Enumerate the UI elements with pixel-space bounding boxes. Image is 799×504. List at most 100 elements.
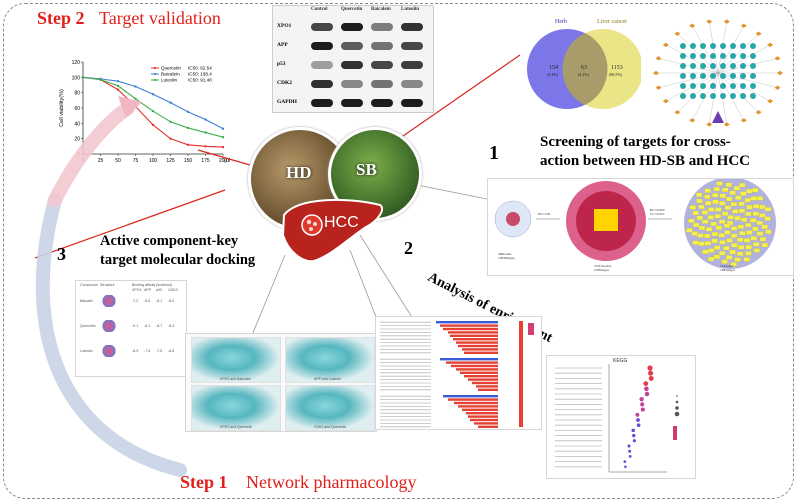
hd-label: HD: [286, 163, 312, 182]
target-node: [740, 53, 746, 59]
kegg-dot: [644, 386, 649, 392]
docking-image: XPO1 and Baicalein: [191, 337, 281, 383]
go-category-cc: [519, 359, 523, 393]
kegg-dot: [648, 375, 654, 381]
go-bar: [450, 334, 498, 337]
y-tick-label: 20: [74, 137, 80, 143]
step1-label: Step 1: [180, 472, 228, 492]
dock-affinity-value: -8.6: [168, 349, 175, 353]
venn-right-value: 1153: [611, 65, 623, 71]
go-bar: [458, 405, 498, 408]
dock-affinity-value: -8.1: [144, 324, 151, 328]
go-bar: [476, 385, 498, 388]
target-node: [740, 63, 746, 69]
dock-compound-name: Quercetin: [80, 324, 96, 328]
kegg-size-legend: [675, 400, 679, 404]
y-tick-label: 80: [74, 91, 80, 97]
target-node: [730, 93, 736, 99]
y-tick-label: 60: [74, 106, 80, 112]
curved-arrow-head: [118, 96, 142, 118]
wb-row-label: APP: [277, 42, 288, 48]
ppi-network-graphics: 468nodes12848edgesDC>13053.9%nodes2788ed…: [494, 177, 776, 272]
dock-compound-name: Luteolin: [80, 349, 93, 353]
dock-compound-name: Baicalin: [80, 299, 93, 303]
x-tick-label: 175: [201, 158, 210, 164]
section1-number: 1: [489, 142, 499, 164]
go-colorbar: [528, 323, 534, 335]
kegg-size-legend: [676, 395, 678, 397]
data-point: [169, 101, 172, 104]
go-bar: [472, 381, 498, 385]
go-bar: [436, 321, 498, 324]
dock-affinity-value: -8.6: [144, 299, 151, 303]
kegg-dot-plot: [555, 364, 680, 473]
wb-band: [311, 42, 333, 50]
data-point: [134, 97, 137, 100]
step2-label: Step 2: [37, 8, 85, 28]
target-node: [720, 93, 726, 99]
section1-title-line2: action between HD-SB and HCC: [540, 153, 751, 169]
step2-header: Step 2 Target validation: [37, 8, 221, 29]
dock-subheader: APP: [144, 288, 152, 292]
compound-node: [767, 98, 774, 104]
venn-center-value: 63: [581, 65, 587, 71]
dock-affinity-value: -8.7: [156, 324, 163, 328]
target-node: [690, 63, 696, 69]
molecule-structure-image: [100, 320, 118, 332]
section2-number: 2: [404, 238, 413, 258]
x-tick-label: 150: [184, 158, 193, 164]
docking-caption: CDK2 and Quercetin: [314, 425, 347, 429]
kegg-colorbar: [673, 426, 677, 440]
target-node: [710, 53, 716, 59]
data-point: [186, 126, 190, 130]
wb-band: [311, 23, 333, 31]
go-bar: [443, 327, 498, 331]
compound-node: [755, 31, 762, 36]
ppi-arrow2-label: CC>0.057: [650, 212, 665, 216]
dock-affinity-value: -7.8: [144, 349, 151, 353]
data-point: [99, 78, 102, 81]
y-tick-label: 40: [74, 121, 80, 127]
section3-number: 3: [57, 244, 66, 264]
section1-title: Screening of targets for cross- action b…: [540, 133, 795, 171]
wb-band: [401, 23, 423, 31]
target-node: [690, 83, 696, 89]
target-node: [750, 53, 756, 59]
target-node: [730, 43, 736, 49]
y-tick-label: 120: [72, 60, 81, 66]
go-bar: [474, 422, 498, 425]
kegg-dot: [632, 439, 637, 443]
target-node: [750, 93, 756, 99]
go-bar: [443, 395, 498, 398]
legend-ic50: IC50: 91.48: [188, 78, 212, 83]
molecule-structure-image: [100, 295, 118, 307]
wb-band: [371, 99, 393, 107]
kegg-dot: [643, 381, 649, 386]
wb-row-xpo1: XPO1: [273, 17, 427, 37]
compound-node: [689, 23, 696, 28]
data-point: [151, 123, 155, 127]
wb-band: [341, 42, 363, 50]
target-node: [750, 73, 756, 79]
dock-affinity-value: -8.1: [156, 299, 163, 303]
dock-subheader: XPO1: [132, 288, 142, 292]
x-tick-label: 75: [133, 158, 139, 164]
target-node: [730, 53, 736, 59]
target-node: [740, 83, 746, 89]
compound-node: [706, 122, 713, 127]
legend-marker: [153, 78, 157, 82]
compound-node: [740, 118, 747, 123]
wb-band: [341, 99, 363, 107]
compound-node: [653, 70, 659, 76]
wb-band: [371, 23, 393, 31]
go-enrichment-panel: [375, 316, 542, 430]
target-node: [680, 63, 686, 69]
wb-band: [341, 61, 363, 69]
data-point: [221, 145, 225, 149]
kegg-dot: [644, 391, 650, 397]
